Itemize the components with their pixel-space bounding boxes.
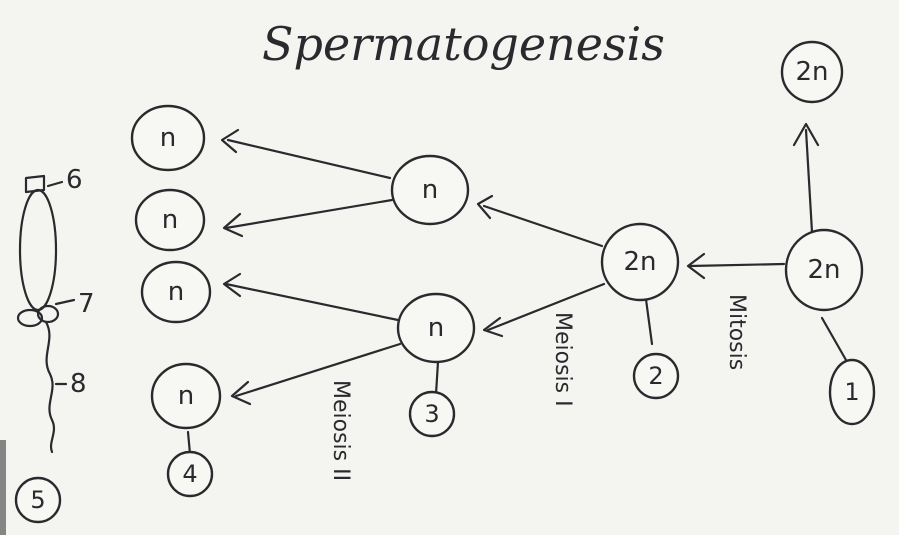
arrow-meiosis2-3 (222, 272, 400, 322)
callout-line-4 (186, 430, 192, 456)
callout-1: 1 (828, 358, 876, 426)
svg-text:2n: 2n (623, 247, 656, 277)
cell-spermatogonium-copy: 2n (780, 40, 844, 104)
cell-spermatogonium: 2n (784, 228, 864, 312)
sperm-label-6: 6 (66, 165, 83, 195)
svg-text:3: 3 (424, 400, 439, 428)
svg-text:2: 2 (648, 362, 663, 390)
arrow-meiosis2-1 (220, 128, 392, 180)
page-edge-shadow (0, 440, 6, 535)
svg-text:n: n (162, 205, 178, 235)
callout-line-3 (434, 360, 440, 396)
cell-spermatid-2: n (134, 188, 206, 252)
cell-spermatid-1: n (130, 104, 206, 172)
svg-text:1: 1 (844, 378, 859, 406)
pointer-7 (54, 298, 76, 306)
svg-text:2n: 2n (795, 57, 828, 87)
cell-primary-spermatocyte: 2n (600, 222, 680, 302)
svg-text:n: n (168, 277, 184, 307)
callout-3: 3 (408, 390, 456, 438)
label-mitosis: Mitosis (724, 294, 749, 370)
callout-line-1 (820, 316, 848, 362)
svg-text:4: 4 (182, 460, 197, 488)
sperm-label-8: 8 (70, 369, 87, 399)
cell-secondary-spermatocyte-top: n (390, 154, 470, 226)
arrow-meiosis1-bottom (482, 282, 606, 338)
arrow-meiosis2-4 (230, 342, 402, 406)
svg-text:n: n (160, 123, 176, 153)
arrow-mitosis-up (792, 122, 820, 234)
sperm-label-7: 7 (78, 289, 95, 319)
sperm-illustration (16, 174, 76, 454)
cell-spermatid-4: n (150, 362, 222, 430)
arrow-mitosis-left (686, 252, 786, 280)
arrow-meiosis1-top (476, 194, 604, 248)
callout-2: 2 (632, 352, 680, 400)
cell-spermatid-3: n (140, 260, 212, 324)
arrow-meiosis2-2 (222, 198, 394, 238)
cell-secondary-spermatocyte-bottom: n (396, 292, 476, 364)
pointer-6 (46, 180, 64, 188)
svg-text:n: n (178, 381, 194, 411)
svg-text:n: n (422, 175, 438, 205)
label-meiosis-1: Meiosis I (550, 312, 575, 407)
svg-text:n: n (428, 313, 444, 343)
diagram-title: Spermatogenesis (262, 17, 665, 71)
callout-4: 4 (166, 450, 214, 498)
svg-text:5: 5 (30, 486, 45, 514)
label-meiosis-2: Meiosis II (328, 380, 353, 481)
callout-5: 5 (14, 476, 62, 524)
svg-text:2n: 2n (807, 255, 840, 285)
